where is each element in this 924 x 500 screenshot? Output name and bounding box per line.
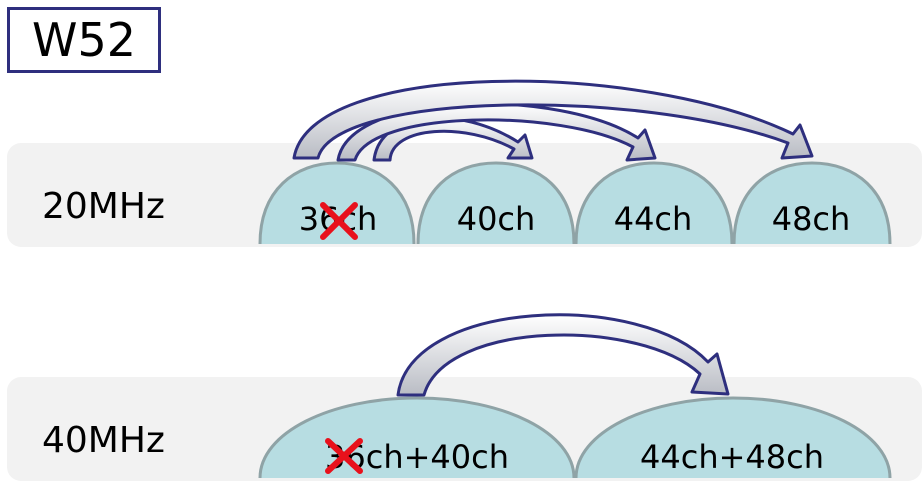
channel-36ch: 36ch bbox=[258, 161, 416, 245]
row-20mhz-label: 20MHz bbox=[42, 186, 165, 227]
arrow-36ch40ch-to-44ch48ch bbox=[396, 313, 730, 397]
channel-48ch: 48ch bbox=[732, 161, 892, 245]
title-text: W52 bbox=[31, 13, 137, 67]
channel-44ch-48ch-label: 44ch+48ch bbox=[640, 438, 824, 476]
channel-44ch-48ch: 44ch+48ch bbox=[574, 396, 892, 479]
channel-40ch: 40ch bbox=[416, 161, 576, 245]
channel-36ch-40ch-label: 36ch+40ch bbox=[325, 438, 509, 476]
channel-40ch-label: 40ch bbox=[457, 200, 536, 238]
title-box: W52 bbox=[7, 7, 161, 73]
channel-44ch-label: 44ch bbox=[614, 200, 693, 238]
row-40mhz-label: 40MHz bbox=[42, 420, 165, 461]
channel-48ch-label: 48ch bbox=[772, 200, 851, 238]
cross-icon bbox=[325, 438, 363, 474]
channel-44ch: 44ch bbox=[574, 161, 734, 245]
cross-icon bbox=[320, 202, 358, 240]
arrow-36ch-to-48ch bbox=[292, 79, 814, 160]
